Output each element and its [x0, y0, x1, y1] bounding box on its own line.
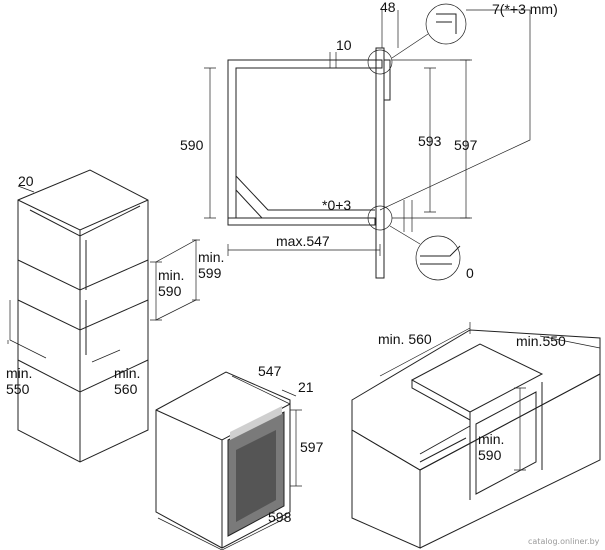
label-min599-line2: 599: [198, 265, 222, 281]
label-0-plus3: *0+3: [322, 197, 351, 213]
counter-cabinet: [351, 322, 601, 549]
label-597-oven: 597: [300, 439, 324, 455]
label-min590-counter: min. 590: [478, 431, 508, 463]
label-10: 10: [336, 37, 352, 53]
label-20: 20: [18, 173, 34, 189]
counter-front: [351, 429, 421, 549]
label-min560-column-line1: min.: [114, 365, 140, 381]
label-7-plus3: 7(*+3 mm): [492, 1, 558, 17]
label-min590-counter-line1: min.: [478, 431, 504, 447]
label-547-oven: 547: [258, 363, 282, 379]
label-48: 48: [380, 0, 396, 15]
section-cabinet: [227, 59, 383, 219]
oven-unit: [155, 371, 302, 550]
label-min560-counter: min. 560: [378, 331, 432, 347]
label-min590-column: min. 590: [158, 267, 188, 299]
column-front: [17, 169, 149, 463]
label-21: 21: [298, 379, 314, 395]
label-max547: max.547: [276, 233, 330, 249]
label-min599-line1: min.: [198, 249, 224, 265]
watermark: catalog.onliner.by: [528, 537, 600, 546]
label-min590-column-line1: min.: [158, 267, 184, 283]
section-front-panel: [375, 47, 385, 279]
column-cabinet: [7, 169, 200, 463]
label-min550-column-line1: min.: [6, 365, 32, 381]
label-590-section: 590: [180, 137, 204, 153]
label-min560-column: min. 560: [114, 365, 144, 397]
label-min599: min. 599: [198, 249, 228, 281]
oven-body: [155, 371, 291, 549]
label-0: 0: [466, 265, 474, 281]
label-min550-column: min. 550: [6, 365, 36, 397]
label-598: 598: [268, 509, 292, 525]
label-min590-counter-line2: 590: [478, 447, 502, 463]
section-view: [204, 3, 531, 281]
label-593: 593: [418, 133, 442, 149]
label-min550-column-line2: 550: [6, 381, 30, 397]
label-min560-column-line2: 560: [114, 381, 138, 397]
label-min590-column-line2: 590: [158, 283, 182, 299]
label-min550-counter: min.550: [516, 333, 566, 349]
detail-circle-top: [367, 49, 393, 75]
label-597-section: 597: [454, 137, 478, 153]
